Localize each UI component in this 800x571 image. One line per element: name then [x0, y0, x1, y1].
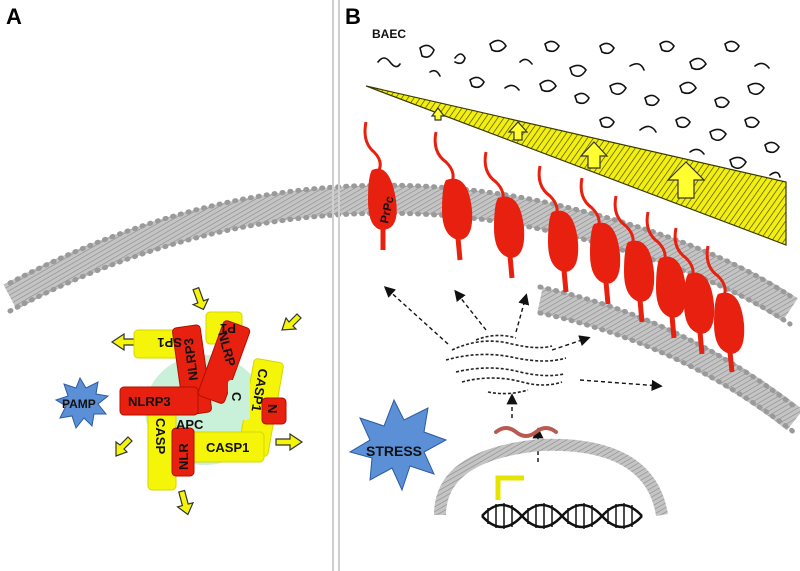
pamp-star: PAMP: [54, 376, 110, 430]
top-frag-label: P1: [220, 321, 236, 336]
wedge-arrow-1: [430, 107, 446, 121]
prpc-protein: [363, 121, 397, 250]
pamp-label: PAMP: [62, 397, 96, 411]
sp1-label: SP1: [157, 335, 182, 350]
apc-label: APC: [176, 417, 204, 432]
nlrp-top-block: [197, 320, 251, 404]
panel-b-label: B: [345, 4, 361, 29]
casp1-bottom-label: CASP1: [206, 440, 249, 455]
arrow-down-left: [115, 436, 133, 457]
arrow-down: [176, 489, 195, 516]
arrow-up-right: [281, 313, 302, 331]
nlrp3-main-label: NLRP3: [128, 394, 171, 409]
nuclear-envelope: [434, 438, 668, 517]
nlr-bottom-label: NLR: [176, 443, 191, 470]
wedge-arrow-2: [507, 121, 529, 141]
prpc-protein: [579, 177, 621, 305]
prpc-protein: [645, 211, 687, 339]
stress-label: STRESS: [366, 443, 422, 459]
nlr-bottom-block: [171, 427, 195, 477]
prpc-label: PrPc: [377, 195, 396, 225]
wedge-arrow-3: [579, 141, 609, 169]
casp-left-label: CASP: [153, 418, 168, 454]
prpc-proteins: [363, 121, 745, 373]
stress-star: STRESS: [348, 398, 448, 492]
nlrp3-vertical-label: NLRP3: [181, 337, 201, 381]
inflammasome-complex: APC NLRP3 NLRP3 NLRP CASP1 CASP1 CASP NL…: [110, 286, 304, 516]
prpc-protein: [433, 131, 473, 261]
mrna-strand: [494, 426, 558, 438]
prpc-protein: [673, 227, 715, 355]
panel-divider: [332, 0, 340, 571]
wedge-arrow-4: [666, 161, 706, 199]
cell-membrane-lower-right: [537, 284, 800, 436]
prpc-protein: [705, 245, 745, 373]
baec-label: BAEC: [372, 27, 406, 41]
dna-helix: [481, 503, 643, 529]
prpc-protein: [613, 195, 655, 323]
baec-gradient-wedge: [365, 85, 787, 246]
prpc-protein: [483, 151, 525, 279]
baec-cell-field: [377, 39, 781, 178]
nlrp3-main-block: [119, 386, 199, 416]
c-frag-label: C: [229, 392, 244, 402]
golgi-apparatus: [445, 334, 567, 395]
c-frag-block: [228, 380, 250, 420]
arrow-right: [275, 432, 304, 452]
arrow-up: [191, 286, 210, 311]
n-frag-label: N: [265, 404, 280, 413]
n-frag-block: [261, 397, 287, 425]
panel-a-label: A: [6, 4, 22, 29]
promoter-arrow: [495, 475, 524, 500]
prpc-protein: [537, 165, 579, 293]
casp1-right-label: CASP1: [249, 367, 271, 412]
